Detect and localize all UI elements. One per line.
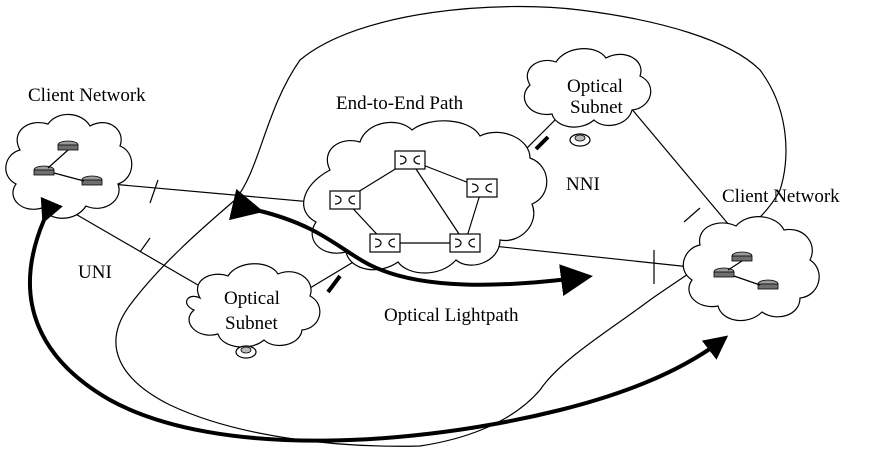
client-network-left-cloud (5, 113, 133, 219)
nni-label: NNI (566, 174, 600, 195)
nni-marker-bottom (326, 274, 342, 294)
end-to-end-path-arrow (28, 196, 729, 443)
router-icon (757, 279, 779, 290)
optical-lightpath-label: Optical Lightpath (384, 305, 519, 326)
optical-switch-icon (449, 233, 481, 253)
router-icon (713, 267, 735, 278)
uni-label: UNI (78, 262, 112, 283)
end-to-end-path-label: End-to-End Path (336, 93, 464, 114)
optical-subnet-bottom-label-line1: Optical (224, 288, 280, 309)
router-icon (33, 165, 55, 176)
router-icon (81, 175, 103, 186)
optical-switch-icon (369, 233, 401, 253)
router-icon (731, 251, 753, 262)
optical-subnet-top-label-line2: Subnet (570, 97, 624, 118)
optical-switch-icon (394, 150, 426, 170)
client-network-right-cloud (682, 216, 820, 322)
uni-marker-left-bottom (139, 237, 151, 253)
uni-marker-right-top (683, 207, 701, 223)
optical-device-icon (569, 133, 591, 147)
nni-marker-top (534, 135, 550, 151)
client-network-right-label: Client Network (722, 186, 840, 207)
client-network-left-label: Client Network (28, 85, 146, 106)
optical-switch-icon (466, 178, 498, 198)
router-icon (57, 140, 79, 151)
optical-subnet-bottom-label-line2: Subnet (225, 313, 279, 334)
optical-switch-icon (329, 190, 361, 210)
optical-subnet-top-label-line1: Optical (567, 76, 623, 97)
optical-subnet-top-cloud (523, 48, 652, 128)
uni-marker-left-top (149, 179, 159, 204)
optical-device-icon (235, 345, 257, 359)
